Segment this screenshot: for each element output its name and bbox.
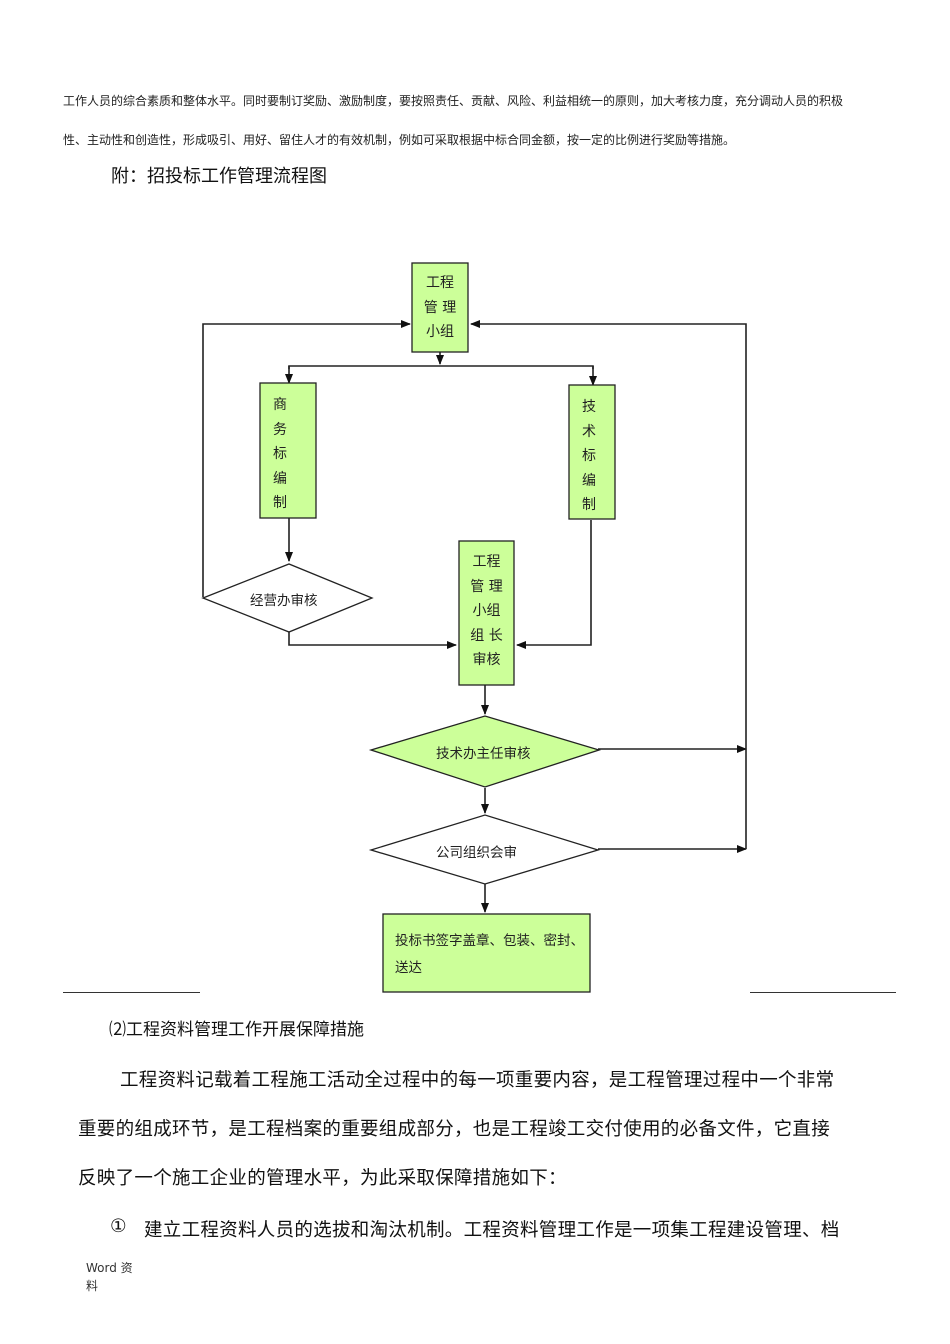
list-item-1-text: 建立工程资料人员的选拔和淘汰机制。工程资料管理工作是一项集工程建设管理、档 — [144, 1220, 840, 1241]
node-business-bid — [259, 382, 317, 519]
label-line: 工程 — [426, 275, 454, 291]
label-line: 工程 — [472, 554, 501, 570]
node-technical-bid — [568, 384, 616, 520]
footer-line-1: Word 资 — [86, 1261, 133, 1275]
label-line: 组 长 — [470, 627, 503, 644]
connector-technical-to-leader — [516, 520, 592, 649]
node-company-review — [368, 814, 601, 885]
label-ops-review: 经营办审核 — [250, 593, 318, 609]
connector-ops-loop-back — [202, 320, 411, 597]
label-line: 标 — [273, 446, 287, 462]
footer-line-2: 料 — [86, 1279, 99, 1293]
label-final-submit: 投标书签字盖章、包装、密封、 送达 — [395, 928, 584, 982]
label-business-bid: 商 务 标 编 制 — [260, 393, 300, 516]
node-group-leader-review — [458, 540, 515, 686]
label-line: 管 理 — [423, 299, 457, 316]
label-line: 小组 — [426, 324, 454, 340]
section-paragraph-line-2: 重要的组成环节，是工程档案的重要组成部分，也是工程竣工交付使用的必备文件，它直接 — [78, 1119, 831, 1140]
node-tech-director-review — [368, 715, 602, 788]
label-line: 制 — [582, 497, 596, 513]
label-tech-director-review: 技术办主任审核 — [436, 746, 531, 762]
flowchart-lines — [201, 262, 747, 993]
divider-left — [63, 992, 200, 993]
section-paragraph-line-1: 工程资料记载着工程施工活动全过程中的每一项重要内容，是工程管理过程中一个非常 — [120, 1070, 835, 1091]
label-line: 小组 — [472, 603, 501, 619]
divider-right — [750, 992, 896, 993]
label-line: 编 — [273, 470, 287, 487]
connector-right-loop-back — [470, 320, 747, 849]
label-group-leader-review: 工程 管 理 小组 组 长 审核 — [459, 550, 514, 673]
node-ops-review — [201, 563, 374, 633]
section-paragraph-line-3: 反映了一个施工企业的管理水平，为此采取保障措施如下： — [78, 1168, 567, 1189]
paragraph-line-1: 工作人员的综合素质和整体水平。同时要制订奖励、激励制度，要按照责任、贡献、风险、… — [63, 94, 844, 108]
footer-watermark: Word 资 料 — [86, 1259, 146, 1295]
label-line: 技 — [582, 399, 596, 415]
label-line: 审核 — [472, 652, 501, 668]
list-item-1-marker: ① — [110, 1216, 127, 1237]
connector-ops-to-leader — [288, 632, 457, 649]
node-final-submit — [382, 913, 591, 993]
label-engineering-group: 工程 管 理 小组 — [412, 271, 468, 345]
label-line: 送达 — [395, 960, 422, 976]
label-line: 管 理 — [470, 578, 503, 595]
label-line: 务 — [273, 421, 287, 438]
node-engineering-group — [411, 262, 469, 353]
label-line: 标 — [582, 448, 596, 464]
section-title: ⑵工程资料管理工作开展保障措施 — [109, 1020, 364, 1040]
label-line: 编 — [582, 472, 596, 489]
label-line: 术 — [582, 423, 596, 440]
connector-split — [288, 365, 594, 369]
label-line: 投标书签字盖章、包装、密封、 — [395, 933, 584, 949]
label-company-review: 公司组织会审 — [436, 845, 517, 861]
label-line: 商 — [273, 397, 287, 413]
label-line: 制 — [273, 495, 287, 511]
paragraph-line-2: 性、主动性和创造性，形成吸引、用好、留住人才的有效机制，例如可采取根据中标合同金… — [63, 133, 736, 147]
label-technical-bid: 技 术 标 编 制 — [569, 395, 609, 518]
appendix-title: 附：招投标工作管理流程图 — [111, 166, 327, 187]
